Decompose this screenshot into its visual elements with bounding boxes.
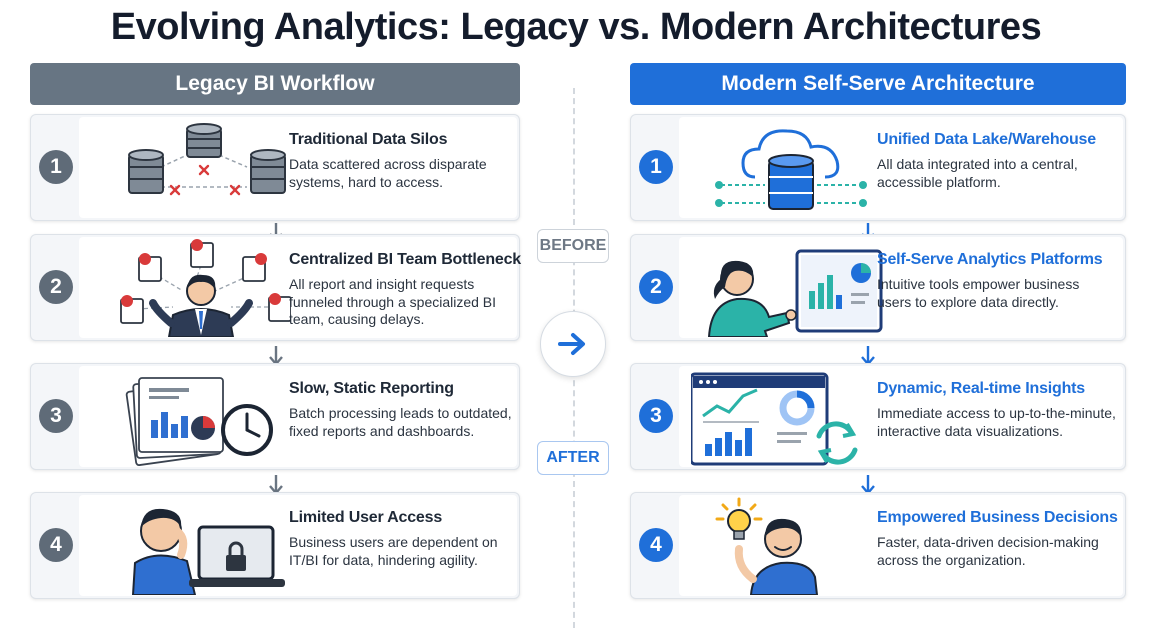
card-description: Faster, data-driven decision-making acro… <box>877 534 1099 568</box>
before-label: BEFORE <box>537 229 609 263</box>
realtime-dashboard-icon <box>691 372 858 466</box>
step-badge: 2 <box>639 270 673 304</box>
modern-header: Modern Self-Serve Architecture <box>630 63 1126 105</box>
database-silos-icon <box>128 123 286 196</box>
page-title: Evolving Analytics: Legacy vs. Modern Ar… <box>110 6 1042 48</box>
card-title: Slow, Static Reporting <box>289 380 454 397</box>
legacy-card-4: 4 Limited User Access Business users are… <box>30 492 520 599</box>
step-badge: 3 <box>39 399 73 433</box>
card-title: Unified Data Lake/Warehouse <box>877 131 1096 148</box>
modern-card-4: 4 Empowered Business Decisions Faster, d… <box>630 492 1126 599</box>
card-description: All report and insight requests funneled… <box>289 276 497 327</box>
card-title: Self-Serve Analytics Platforms <box>877 251 1103 268</box>
card-description: Immediate access to up-to-the-minute, in… <box>877 405 1116 439</box>
card-title: Empowered Business Decisions <box>877 509 1118 526</box>
arrow-right-icon <box>558 333 585 355</box>
locked-laptop-icon <box>131 508 285 595</box>
cloud-database-icon <box>715 129 867 210</box>
modern-card-2: 2 Self-Serve Analytics Platforms Intuiti… <box>630 234 1126 341</box>
card-title: Centralized BI Team Bottleneck <box>289 251 521 268</box>
card-title: Traditional Data Silos <box>289 131 448 148</box>
static-report-clock-icon <box>125 377 273 466</box>
modern-card-3: 3 Dynamic, Real-time Insights Immediate … <box>630 363 1126 470</box>
legacy-header: Legacy BI Workflow <box>30 63 520 105</box>
step-badge: 1 <box>39 150 73 184</box>
lightbulb-idea-icon <box>715 497 819 595</box>
after-label: AFTER <box>537 441 609 475</box>
step-badge: 2 <box>39 270 73 304</box>
card-description: Business users are dependent on IT/BI fo… <box>289 534 498 568</box>
step-badge: 4 <box>639 528 673 562</box>
card-description: Intuitive tools empower business users t… <box>877 276 1080 310</box>
card-title: Limited User Access <box>289 509 443 526</box>
card-description: Batch processing leads to outdated, fixe… <box>289 405 512 439</box>
transition-arrow <box>540 311 606 377</box>
step-badge: 4 <box>39 528 73 562</box>
stressed-analyst-icon <box>120 239 291 337</box>
modern-card-1: 1 Unified Data Lake/Warehouse All data i… <box>630 114 1126 221</box>
legacy-card-3: 3 Slow, Static Reporting Batch processin… <box>30 363 520 470</box>
self-serve-dashboard-icon <box>707 249 883 337</box>
step-badge: 1 <box>639 150 673 184</box>
card-description: All data integrated into a central, acce… <box>877 156 1078 190</box>
card-description: Data scattered across disparate systems,… <box>289 156 487 190</box>
step-badge: 3 <box>639 399 673 433</box>
card-title: Dynamic, Real-time Insights <box>877 380 1085 397</box>
legacy-card-1: 1 Traditional Data Silos Data scattere <box>30 114 520 221</box>
legacy-card-2: 2 Centralized BI Team Bottleneck All rep… <box>30 234 521 341</box>
